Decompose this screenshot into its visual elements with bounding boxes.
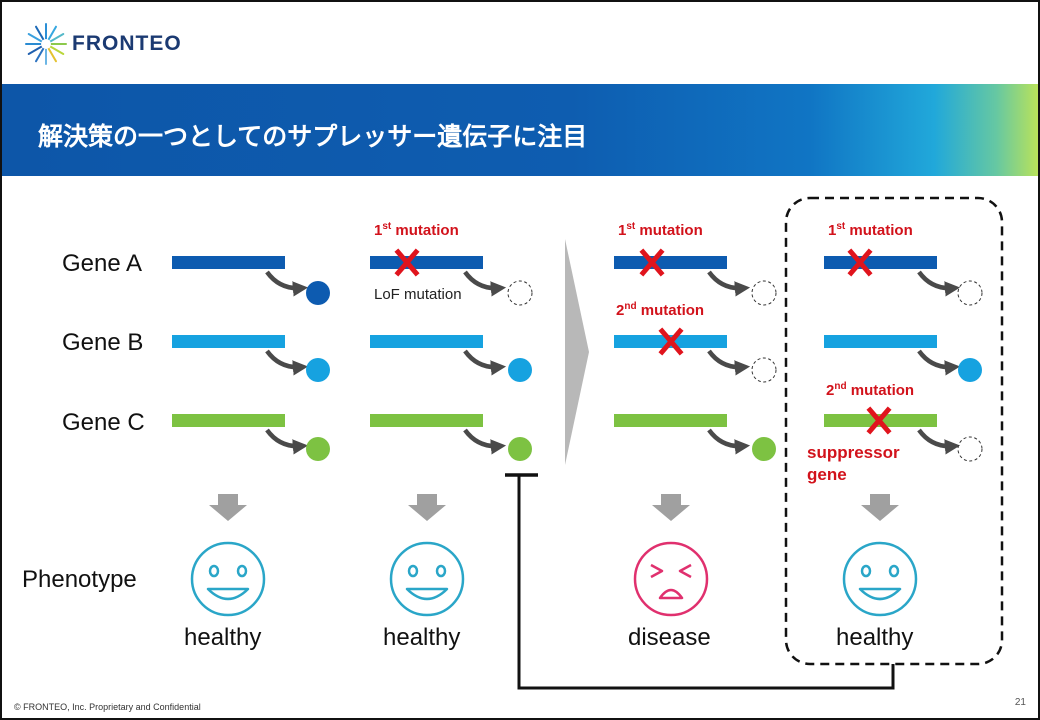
- cross-icon: [847, 248, 873, 277]
- down-arrow-icon: [861, 494, 899, 521]
- expression-arrow-icon: [917, 349, 961, 376]
- happy-face-icon: [190, 541, 266, 617]
- chevron-divider: [565, 239, 589, 465]
- phenotype-label: Phenotype: [22, 566, 137, 593]
- fronteo-burst-icon: [25, 23, 67, 65]
- inhibition-connector: [517, 475, 895, 690]
- cross-icon: [394, 248, 420, 277]
- gene-b-product: [508, 358, 532, 382]
- logo-text: FRONTEO: [72, 32, 182, 55]
- column-3: [614, 248, 777, 617]
- col3-second-mutation-label: 2nd mutation: [616, 301, 705, 319]
- copyright-footer: © FRONTEO, Inc. Proprietary and Confiden…: [14, 702, 201, 712]
- lof-mutation-label: LoF mutation: [374, 286, 462, 303]
- gene-a-bar: [370, 256, 483, 269]
- logo: FRONTEO: [22, 20, 182, 68]
- col3-first-mutation-label: 1st mutation: [618, 221, 703, 239]
- expression-arrow-icon: [463, 270, 507, 297]
- gene-b-product: [306, 358, 330, 382]
- happy-face-icon: [389, 541, 465, 617]
- lost-product-icon: [751, 280, 777, 306]
- sad-face-icon: [633, 541, 709, 617]
- gene-a-bar: [824, 256, 937, 269]
- column-4: [824, 248, 983, 617]
- outcome-label-4: healthy: [836, 624, 914, 651]
- expression-arrow-icon: [265, 349, 309, 376]
- cross-icon: [866, 406, 892, 435]
- cross-icon: [658, 327, 684, 356]
- happy-face-icon: [842, 541, 918, 617]
- gene-c-product: [306, 437, 330, 461]
- expression-arrow-icon: [707, 349, 751, 376]
- column-1: [172, 256, 330, 617]
- expression-arrow-icon: [463, 428, 507, 455]
- col4-first-mutation-label: 1st mutation: [828, 221, 913, 239]
- gene-c-product: [508, 437, 532, 461]
- title-banner: 解決策の一つとしてのサプレッサー遺伝子に注目: [2, 84, 1038, 176]
- expression-arrow-icon: [463, 349, 507, 376]
- suppressor-highlight-box: [784, 196, 1004, 666]
- gene-a-bar: [614, 256, 727, 269]
- gene-a-label: Gene A: [62, 250, 143, 277]
- outcome-label-2: healthy: [383, 624, 461, 651]
- page-number: 21: [1014, 697, 1026, 708]
- gene-c-bar: [614, 414, 727, 427]
- lost-product-icon: [751, 357, 777, 383]
- gene-c-label: Gene C: [62, 409, 145, 436]
- gene-c-bar: [172, 414, 285, 427]
- gene-a-bar: [172, 256, 285, 269]
- column-2: [370, 248, 533, 617]
- expression-arrow-icon: [917, 428, 961, 455]
- expression-arrow-icon: [265, 428, 309, 455]
- down-arrow-icon: [652, 494, 690, 521]
- gene-c-product: [752, 437, 776, 461]
- outcome-label-1: healthy: [184, 624, 262, 651]
- gene-a-product: [306, 281, 330, 305]
- expression-arrow-icon: [265, 270, 309, 297]
- outcome-label-3: disease: [628, 624, 711, 651]
- lost-product-icon: [957, 280, 983, 306]
- gene-c-bar: [370, 414, 483, 427]
- down-arrow-icon: [209, 494, 247, 521]
- suppressor-gene-label: suppressor gene: [807, 443, 900, 484]
- lost-product-icon: [507, 280, 533, 306]
- gene-b-bar: [370, 335, 483, 348]
- gene-b-label: Gene B: [62, 329, 144, 356]
- expression-arrow-icon: [707, 270, 751, 297]
- cross-icon: [639, 248, 665, 277]
- expression-arrow-icon: [707, 428, 751, 455]
- page-title: 解決策の一つとしてのサプレッサー遺伝子に注目: [38, 123, 588, 151]
- col4-second-mutation-label: 2nd mutation: [826, 381, 915, 399]
- gene-b-product: [958, 358, 982, 382]
- gene-b-bar: [824, 335, 937, 348]
- down-arrow-icon: [408, 494, 446, 521]
- lost-product-icon: [957, 436, 983, 462]
- expression-arrow-icon: [917, 270, 961, 297]
- gene-b-bar: [172, 335, 285, 348]
- col2-first-mutation-label: 1st mutation: [374, 221, 459, 239]
